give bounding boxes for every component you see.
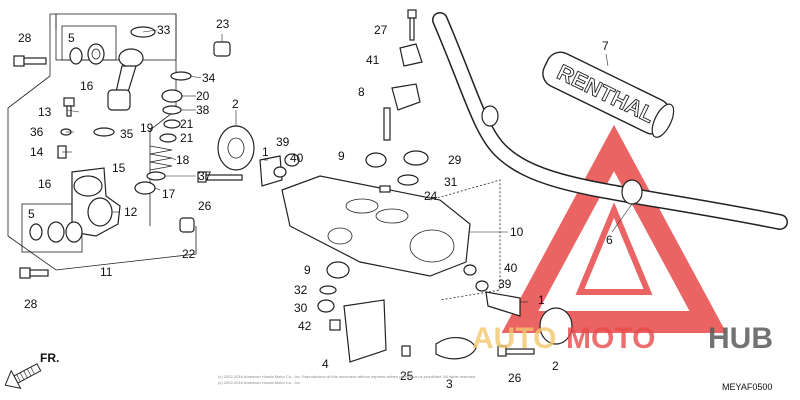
front-direction-indicator: FR. bbox=[4, 351, 59, 390]
callout-10: 10 bbox=[510, 225, 524, 239]
callout-8: 8 bbox=[358, 85, 365, 99]
copyright-line-2: (c) 2002-2016 American Honda Motor Co., … bbox=[218, 380, 301, 385]
callout-31: 31 bbox=[444, 175, 458, 189]
watermark-hub: HUB bbox=[708, 322, 773, 355]
copyright-line-1: (c) 2002-2016 American Honda Motor Co., … bbox=[218, 374, 476, 379]
callout-28-bottom: 28 bbox=[24, 297, 38, 311]
callout-25: 25 bbox=[400, 369, 414, 383]
callout-39-left: 39 bbox=[276, 135, 290, 149]
watermark-logo bbox=[501, 124, 727, 333]
callout-17: 17 bbox=[162, 187, 176, 201]
callout-32: 32 bbox=[294, 283, 308, 297]
callout-22: 22 bbox=[182, 247, 196, 261]
callout-13: 13 bbox=[38, 105, 52, 119]
callout-11: 11 bbox=[100, 265, 113, 279]
callout-15: 15 bbox=[112, 161, 126, 175]
callout-18: 18 bbox=[176, 153, 190, 167]
watermark-auto: AUTO bbox=[472, 322, 556, 355]
callout-21-a: 21 bbox=[180, 117, 194, 131]
callout-4: 4 bbox=[322, 357, 329, 371]
callout-42: 42 bbox=[298, 319, 312, 333]
callout-16-top: 16 bbox=[80, 79, 94, 93]
callout-36: 36 bbox=[30, 125, 44, 139]
callout-5-bottom: 5 bbox=[28, 207, 35, 221]
callout-37: 37 bbox=[198, 169, 212, 183]
handlebar: RENTHAL bbox=[432, 12, 788, 230]
callout-28-top: 28 bbox=[18, 31, 32, 45]
callout-5-top: 5 bbox=[68, 31, 75, 45]
callout-20: 20 bbox=[196, 89, 210, 103]
callout-38: 38 bbox=[196, 103, 210, 117]
callout-9-top: 9 bbox=[338, 149, 345, 163]
leader-lines bbox=[62, 29, 633, 303]
watermark-triangle bbox=[501, 124, 727, 333]
bar-end-assembly bbox=[13, 26, 231, 279]
watermark-text: AUTO MOTO HUB bbox=[472, 322, 773, 355]
callout-21-b: 21 bbox=[180, 131, 194, 145]
callout-35: 35 bbox=[120, 127, 134, 141]
callout-19: 19 bbox=[140, 121, 154, 135]
callout-30: 30 bbox=[294, 301, 308, 315]
callout-24: 24 bbox=[424, 189, 438, 203]
callout-7: 7 bbox=[602, 39, 609, 53]
callout-1-left: 1 bbox=[262, 145, 269, 159]
front-direction-label: FR. bbox=[40, 351, 59, 365]
callout-9-bottom: 9 bbox=[304, 263, 311, 277]
callout-29: 29 bbox=[448, 153, 462, 167]
callout-40-left: 40 bbox=[290, 151, 304, 165]
handlebar-grip: RENTHAL bbox=[542, 51, 675, 138]
callout-2-right: 2 bbox=[552, 359, 559, 373]
callout-39-right: 39 bbox=[498, 277, 512, 291]
callout-40-right: 40 bbox=[504, 261, 518, 275]
callout-34: 34 bbox=[202, 71, 216, 85]
callout-2-left: 2 bbox=[232, 97, 239, 111]
callout-labels: 28 5 16 33 23 34 20 38 21 19 21 18 37 17… bbox=[18, 17, 613, 391]
callout-27: 27 bbox=[374, 23, 388, 37]
callout-26-left: 26 bbox=[198, 199, 212, 213]
callout-23: 23 bbox=[216, 17, 230, 31]
callout-16-bottom: 16 bbox=[38, 177, 52, 191]
diagram-part-code: MEYAF0500 bbox=[722, 382, 772, 392]
callout-12: 12 bbox=[124, 205, 138, 219]
callout-1-right: 1 bbox=[538, 293, 545, 307]
callout-41: 41 bbox=[366, 53, 380, 67]
watermark-moto: MOTO bbox=[566, 322, 655, 355]
top-bridge bbox=[197, 9, 573, 363]
callout-33: 33 bbox=[157, 23, 171, 37]
callout-14: 14 bbox=[30, 145, 44, 159]
callout-26-right: 26 bbox=[508, 371, 522, 385]
callout-6: 6 bbox=[606, 233, 613, 247]
callout-3: 3 bbox=[446, 377, 453, 391]
